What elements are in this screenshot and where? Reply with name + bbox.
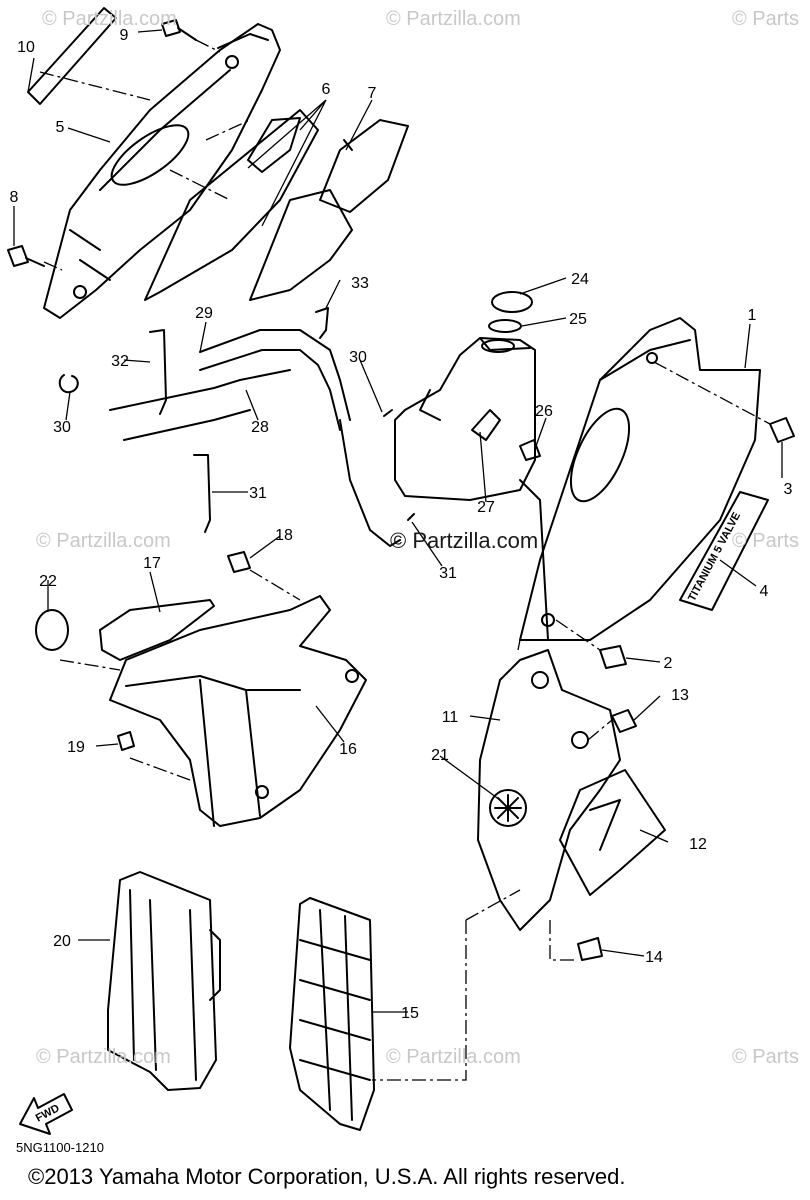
part-28-hose xyxy=(109,369,291,411)
watermark-center: © Partzilla.com xyxy=(390,528,539,553)
part-27-bracket xyxy=(471,409,501,441)
callout-26: 26 xyxy=(535,403,553,420)
callout-20: 20 xyxy=(53,933,71,950)
callout-33: 30 xyxy=(53,419,71,436)
part-32-clip xyxy=(315,307,329,339)
part-12-decal xyxy=(559,769,666,896)
callout-28: 28 xyxy=(251,419,269,436)
callout-21: 21 xyxy=(431,747,449,764)
callout-12: 12 xyxy=(689,836,707,853)
callout-15: 15 xyxy=(401,1005,419,1022)
part-5-side-cover xyxy=(43,23,281,319)
part-20-radiator-guard xyxy=(107,871,217,1091)
part-6-pad-a xyxy=(144,109,319,301)
diagram-code: 5NG1100-1210 xyxy=(16,1140,104,1155)
callout-30a: 30 xyxy=(349,349,367,366)
callout-19: 19 xyxy=(67,739,85,756)
part-25-gasket xyxy=(488,319,522,333)
watermark-bottom-center: © Partzilla.com xyxy=(386,1046,521,1068)
watermark-top-right: © Parts xyxy=(732,8,799,30)
part-22-disc xyxy=(35,609,69,651)
fwd-arrow-icon xyxy=(19,1093,73,1135)
part-10-strip xyxy=(27,7,117,105)
part-13-bolt xyxy=(611,709,637,733)
callout-27: 27 xyxy=(477,499,495,516)
callout-24: 24 xyxy=(571,271,589,288)
watermark-top-left: © Partzilla.com xyxy=(42,8,177,30)
callout-13: 13 xyxy=(671,687,689,704)
part-21-emblem xyxy=(489,789,527,827)
callout-16: 16 xyxy=(339,741,357,758)
callout-2: 2 xyxy=(664,655,673,672)
part-1-side-cover xyxy=(519,317,761,641)
part-30-clamp-top xyxy=(383,409,393,417)
part-7-pad xyxy=(319,119,409,213)
callout-14: 14 xyxy=(645,949,663,966)
callout-22: 22 xyxy=(39,573,57,590)
fuel-tank xyxy=(394,337,536,501)
part-31-tie-mid xyxy=(193,454,211,533)
watermark-top-center: © Partzilla.com xyxy=(386,8,521,30)
part-6-pad-b xyxy=(247,117,301,173)
part-18-bolt xyxy=(227,551,251,573)
part-33-clip xyxy=(58,374,79,394)
callout-6: 6 xyxy=(322,81,331,98)
part-4-decal xyxy=(679,491,769,611)
part-19-bolt xyxy=(117,731,135,751)
callout-3: 3 xyxy=(784,481,793,498)
callout-31b: 31 xyxy=(249,485,267,502)
callout-10: 10 xyxy=(17,39,35,56)
part-16-shroud xyxy=(109,595,367,827)
part-2-bolt xyxy=(599,645,627,669)
callout-31a: 32 xyxy=(111,353,129,370)
watermark-bottom-right: © Parts xyxy=(732,1046,799,1068)
decal-text: TITANIUM 5 VALVE xyxy=(686,510,743,603)
callout-25: 25 xyxy=(569,311,587,328)
watermark-bottom-left: © Partzilla.com xyxy=(36,1046,171,1068)
part-26-bolt xyxy=(519,439,541,461)
part-3-bolt xyxy=(769,417,795,443)
callout-32: 33 xyxy=(351,275,369,292)
callout-1: 1 xyxy=(748,307,757,324)
part-24-cap xyxy=(491,291,533,313)
callout-7: 7 xyxy=(368,85,377,102)
part-29-hose xyxy=(199,329,351,421)
watermark-mid-left: © Partzilla.com xyxy=(36,530,171,552)
part-14-bolt xyxy=(577,937,603,961)
part-15-louver xyxy=(289,897,375,1131)
callout-30b: 31 xyxy=(439,565,457,582)
callout-29: 29 xyxy=(195,305,213,322)
callout-17: 17 xyxy=(143,555,161,572)
callout-18: 18 xyxy=(275,527,293,544)
callout-11: 11 xyxy=(442,709,459,726)
part-6-pad-c xyxy=(249,189,353,301)
copyright-notice: ©2013 Yamaha Motor Corporation, U.S.A. A… xyxy=(28,1164,626,1189)
watermark-mid-right: © Parts xyxy=(732,530,799,552)
part-17-pad xyxy=(99,599,215,661)
part-30-clamp-bottom xyxy=(407,513,415,521)
part-9-bolt xyxy=(161,19,197,41)
part-8-bolt xyxy=(7,245,45,267)
callout-9: 9 xyxy=(120,27,129,44)
callout-5: 5 xyxy=(56,119,65,136)
callout-8: 8 xyxy=(10,189,19,206)
part-31-tie-top xyxy=(149,329,167,415)
callout-4: 4 xyxy=(760,583,769,600)
part-11-number-plate xyxy=(477,649,621,931)
